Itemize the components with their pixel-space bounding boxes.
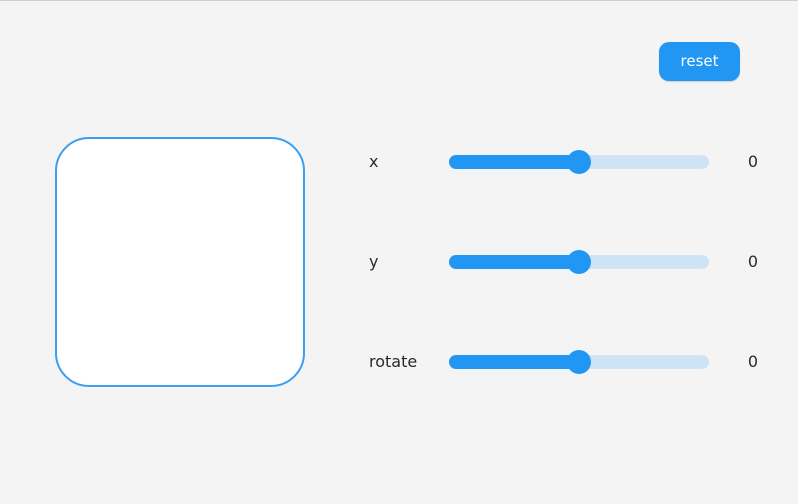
rotate-value: 0 xyxy=(747,352,759,371)
reset-button[interactable]: reset xyxy=(659,42,740,81)
y-label: y xyxy=(369,252,379,271)
rotate-slider-thumb[interactable] xyxy=(567,350,591,374)
control-row-x: x 0 xyxy=(369,147,769,177)
x-value: 0 xyxy=(747,152,759,171)
x-slider[interactable] xyxy=(449,150,709,174)
x-label: x xyxy=(369,152,379,171)
control-row-rotate: rotate 0 xyxy=(369,347,769,377)
x-slider-fill xyxy=(449,155,579,169)
x-slider-thumb[interactable] xyxy=(567,150,591,174)
preview-box xyxy=(55,137,305,387)
y-slider[interactable] xyxy=(449,250,709,274)
y-slider-thumb[interactable] xyxy=(567,250,591,274)
rotate-label: rotate xyxy=(369,352,418,371)
y-value: 0 xyxy=(747,252,759,271)
y-slider-fill xyxy=(449,255,579,269)
rotate-slider[interactable] xyxy=(449,350,709,374)
rotate-slider-fill xyxy=(449,355,579,369)
control-row-y: y 0 xyxy=(369,247,769,277)
